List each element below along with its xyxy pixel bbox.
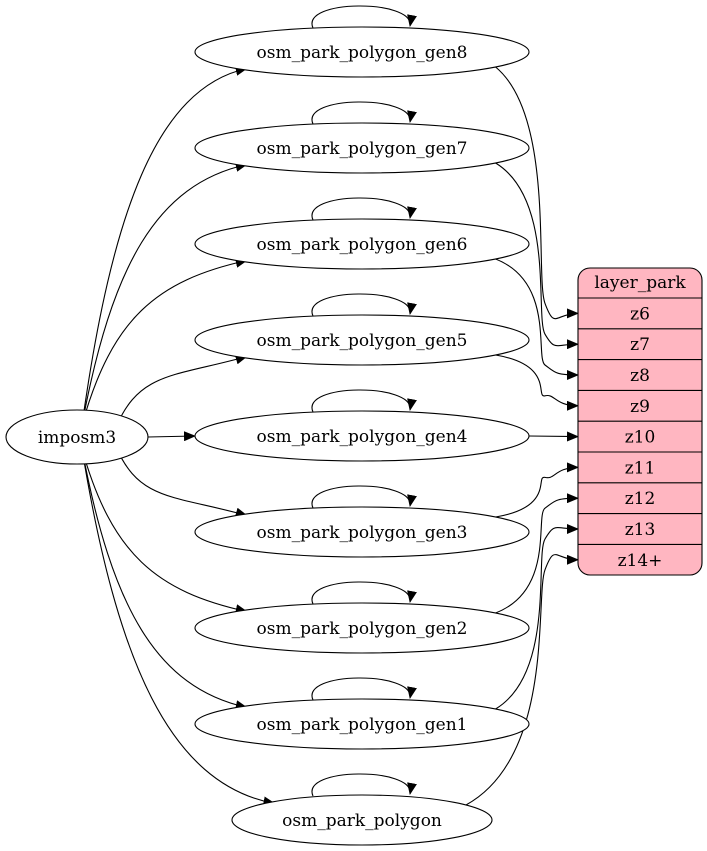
edge-osm-park-polygon-gen3-to-z11 — [495, 462, 579, 518]
layer-park-node: layer_park z6 z7 z8 z9 z10 z11 z12 z13 z14+ — [577, 267, 703, 576]
table-node-shape — [194, 314, 530, 366]
table-node-label: osm_park_polygon_gen3 — [257, 523, 468, 543]
table-node-osm-park-polygon: osm_park_polygon — [231, 794, 493, 846]
source-node-shape — [5, 409, 149, 465]
table-node-shape — [194, 218, 530, 270]
edge-osm-park-polygon-gen1-to-z13 — [495, 523, 579, 710]
layer-row-z14: z14+ — [618, 551, 663, 571]
layer-row-z8: z8 — [630, 366, 650, 386]
edge-source-to-osm-park-polygon-gen4 — [147, 431, 196, 442]
edge-osm-park-polygon-gen4-to-z10 — [528, 431, 579, 442]
edge-source-to-osm-park-polygon-gen6 — [81, 257, 248, 426]
layer-row-z11: z11 — [625, 458, 656, 478]
table-node-shape — [194, 122, 530, 174]
edge-source-to-osm-park-polygon-gen7 — [81, 161, 248, 426]
edge-self-loop-osm-park-polygon-gen2 — [311, 581, 417, 605]
source-node: imposm3 — [5, 409, 149, 465]
table-node-shape — [231, 794, 493, 846]
table-node-shape — [194, 26, 530, 78]
table-node-label: osm_park_polygon — [282, 811, 442, 831]
table-node-osm-park-polygon-gen3: osm_park_polygon_gen3 — [194, 506, 530, 558]
layer-row-z12: z12 — [625, 489, 656, 509]
edge-self-loop-osm-park-polygon-gen1 — [311, 677, 417, 701]
table-node-osm-park-polygon-gen7: osm_park_polygon_gen7 — [194, 122, 530, 174]
edge-source-to-osm-park-polygon-gen1 — [81, 448, 248, 711]
edge-osm-park-polygon-gen7-to-z7 — [495, 162, 579, 350]
source-node-label: imposm3 — [38, 428, 116, 448]
layer-park-title: layer_park — [594, 273, 686, 293]
table-node-shape — [194, 602, 530, 654]
edges — [81, 5, 579, 807]
edge-source-to-osm-park-polygon-gen5 — [116, 354, 248, 426]
layer-row-z9: z9 — [630, 397, 650, 417]
layer-row-z13: z13 — [625, 520, 656, 540]
table-node-label: osm_park_polygon_gen2 — [257, 619, 468, 639]
edge-self-loop-osm-park-polygon-gen4 — [311, 389, 417, 413]
table-node-osm-park-polygon-gen5: osm_park_polygon_gen5 — [194, 314, 530, 366]
layer-row-z10: z10 — [625, 428, 656, 448]
edge-self-loop-osm-park-polygon-gen7 — [311, 101, 417, 125]
edge-self-loop-osm-park-polygon-gen6 — [311, 197, 417, 221]
layer-row-z7: z7 — [630, 335, 650, 355]
edge-osm-park-polygon-gen2-to-z12 — [495, 493, 579, 614]
table-node-label: osm_park_polygon_gen4 — [257, 427, 468, 447]
edge-source-to-osm-park-polygon-gen3 — [116, 448, 248, 518]
edge-source-to-osm-park-polygon — [81, 448, 276, 807]
layer-row-z6: z6 — [630, 304, 650, 324]
table-node-label: osm_park_polygon_gen8 — [257, 43, 468, 63]
table-node-osm-park-polygon-gen8: osm_park_polygon_gen8 — [194, 26, 530, 78]
edge-source-to-osm-park-polygon-gen2 — [81, 448, 248, 615]
edge-osm-park-polygon-gen5-to-z9 — [495, 354, 579, 411]
edge-self-loop-osm-park-polygon-gen3 — [311, 485, 417, 509]
edge-osm-park-polygon-gen6-to-z8 — [495, 258, 579, 380]
table-node-label: osm_park_polygon_gen5 — [257, 331, 468, 351]
table-node-osm-park-polygon-gen6: osm_park_polygon_gen6 — [194, 218, 530, 270]
table-nodes: osm_park_polygon_gen8 osm_park_polygon_ge… — [194, 26, 530, 846]
table-node-osm-park-polygon-gen4: osm_park_polygon_gen4 — [194, 410, 530, 462]
table-node-shape — [194, 698, 530, 750]
table-node-label: osm_park_polygon_gen7 — [257, 139, 468, 159]
table-node-label: osm_park_polygon_gen1 — [257, 715, 468, 735]
table-node-label: osm_park_polygon_gen6 — [257, 235, 468, 255]
table-node-shape — [194, 410, 530, 462]
edge-source-to-osm-park-polygon-gen8 — [81, 66, 248, 426]
edge-self-loop-osm-park-polygon-gen8 — [311, 5, 417, 29]
table-node-osm-park-polygon-gen2: osm_park_polygon_gen2 — [194, 602, 530, 654]
table-node-osm-park-polygon-gen1: osm_park_polygon_gen1 — [194, 698, 530, 750]
edge-osm-park-polygon-gen8-to-z6 — [495, 66, 579, 320]
edge-self-loop-osm-park-polygon-gen5 — [311, 293, 417, 317]
edge-osm-park-polygon-to-z14 — [465, 554, 579, 806]
edge-self-loop-osm-park-polygon — [311, 773, 417, 797]
table-node-shape — [194, 506, 530, 558]
